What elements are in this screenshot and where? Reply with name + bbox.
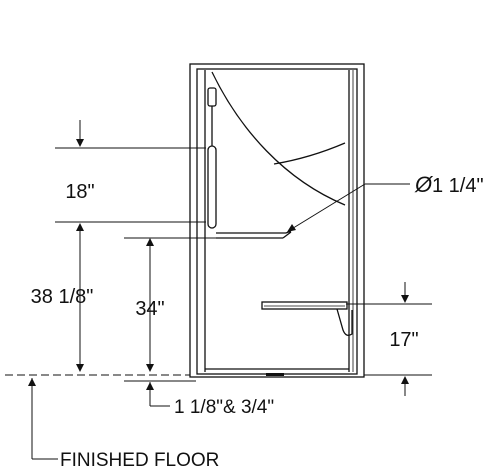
arrowhead-18-top xyxy=(76,139,84,147)
corner-seat-bracket xyxy=(336,308,353,336)
floor-drain xyxy=(266,373,284,376)
dim-label-diameter: 1 1/4" xyxy=(432,175,484,197)
arrowhead-threshold xyxy=(146,382,154,390)
dim-label-34: 34" xyxy=(135,298,164,320)
arrowhead-34-top xyxy=(146,238,154,246)
dimension-lines xyxy=(5,120,432,460)
shower-inner-frame xyxy=(196,68,358,375)
door-swing-arc xyxy=(211,71,346,206)
diameter-symbol: Ø xyxy=(414,172,434,197)
diameter-leader-diag xyxy=(289,183,366,231)
vertical-grab-bar xyxy=(207,145,217,229)
arrowhead-38-bottom xyxy=(76,364,84,372)
grab-bar-end xyxy=(282,230,292,239)
dim-label-threshold: 1 1/8"& 3/4" xyxy=(174,397,274,418)
corner-seat xyxy=(261,301,348,310)
finished-floor-label: FINISHED FLOOR xyxy=(60,450,219,471)
dimension-text: 18" 38 1/8" 34" 17" 1 1/8"& 3/4" FINISHE… xyxy=(31,172,484,471)
arrowhead-17-top xyxy=(401,295,409,303)
shower-unit xyxy=(189,63,365,378)
door-swing-chord xyxy=(273,142,346,165)
arrowhead-diameter xyxy=(287,224,296,232)
hand-shower-head xyxy=(207,87,217,107)
dim-label-18: 18" xyxy=(65,181,94,203)
arrowhead-finished-floor xyxy=(28,378,36,386)
arrowhead-34-bottom xyxy=(146,364,154,372)
dim-label-38-1-8: 38 1/8" xyxy=(31,286,94,308)
arrowhead-38-top xyxy=(76,223,84,231)
shower-outer-frame xyxy=(189,63,365,378)
arrowhead-17-bottom xyxy=(401,376,409,384)
dim-label-17: 17" xyxy=(389,329,418,351)
